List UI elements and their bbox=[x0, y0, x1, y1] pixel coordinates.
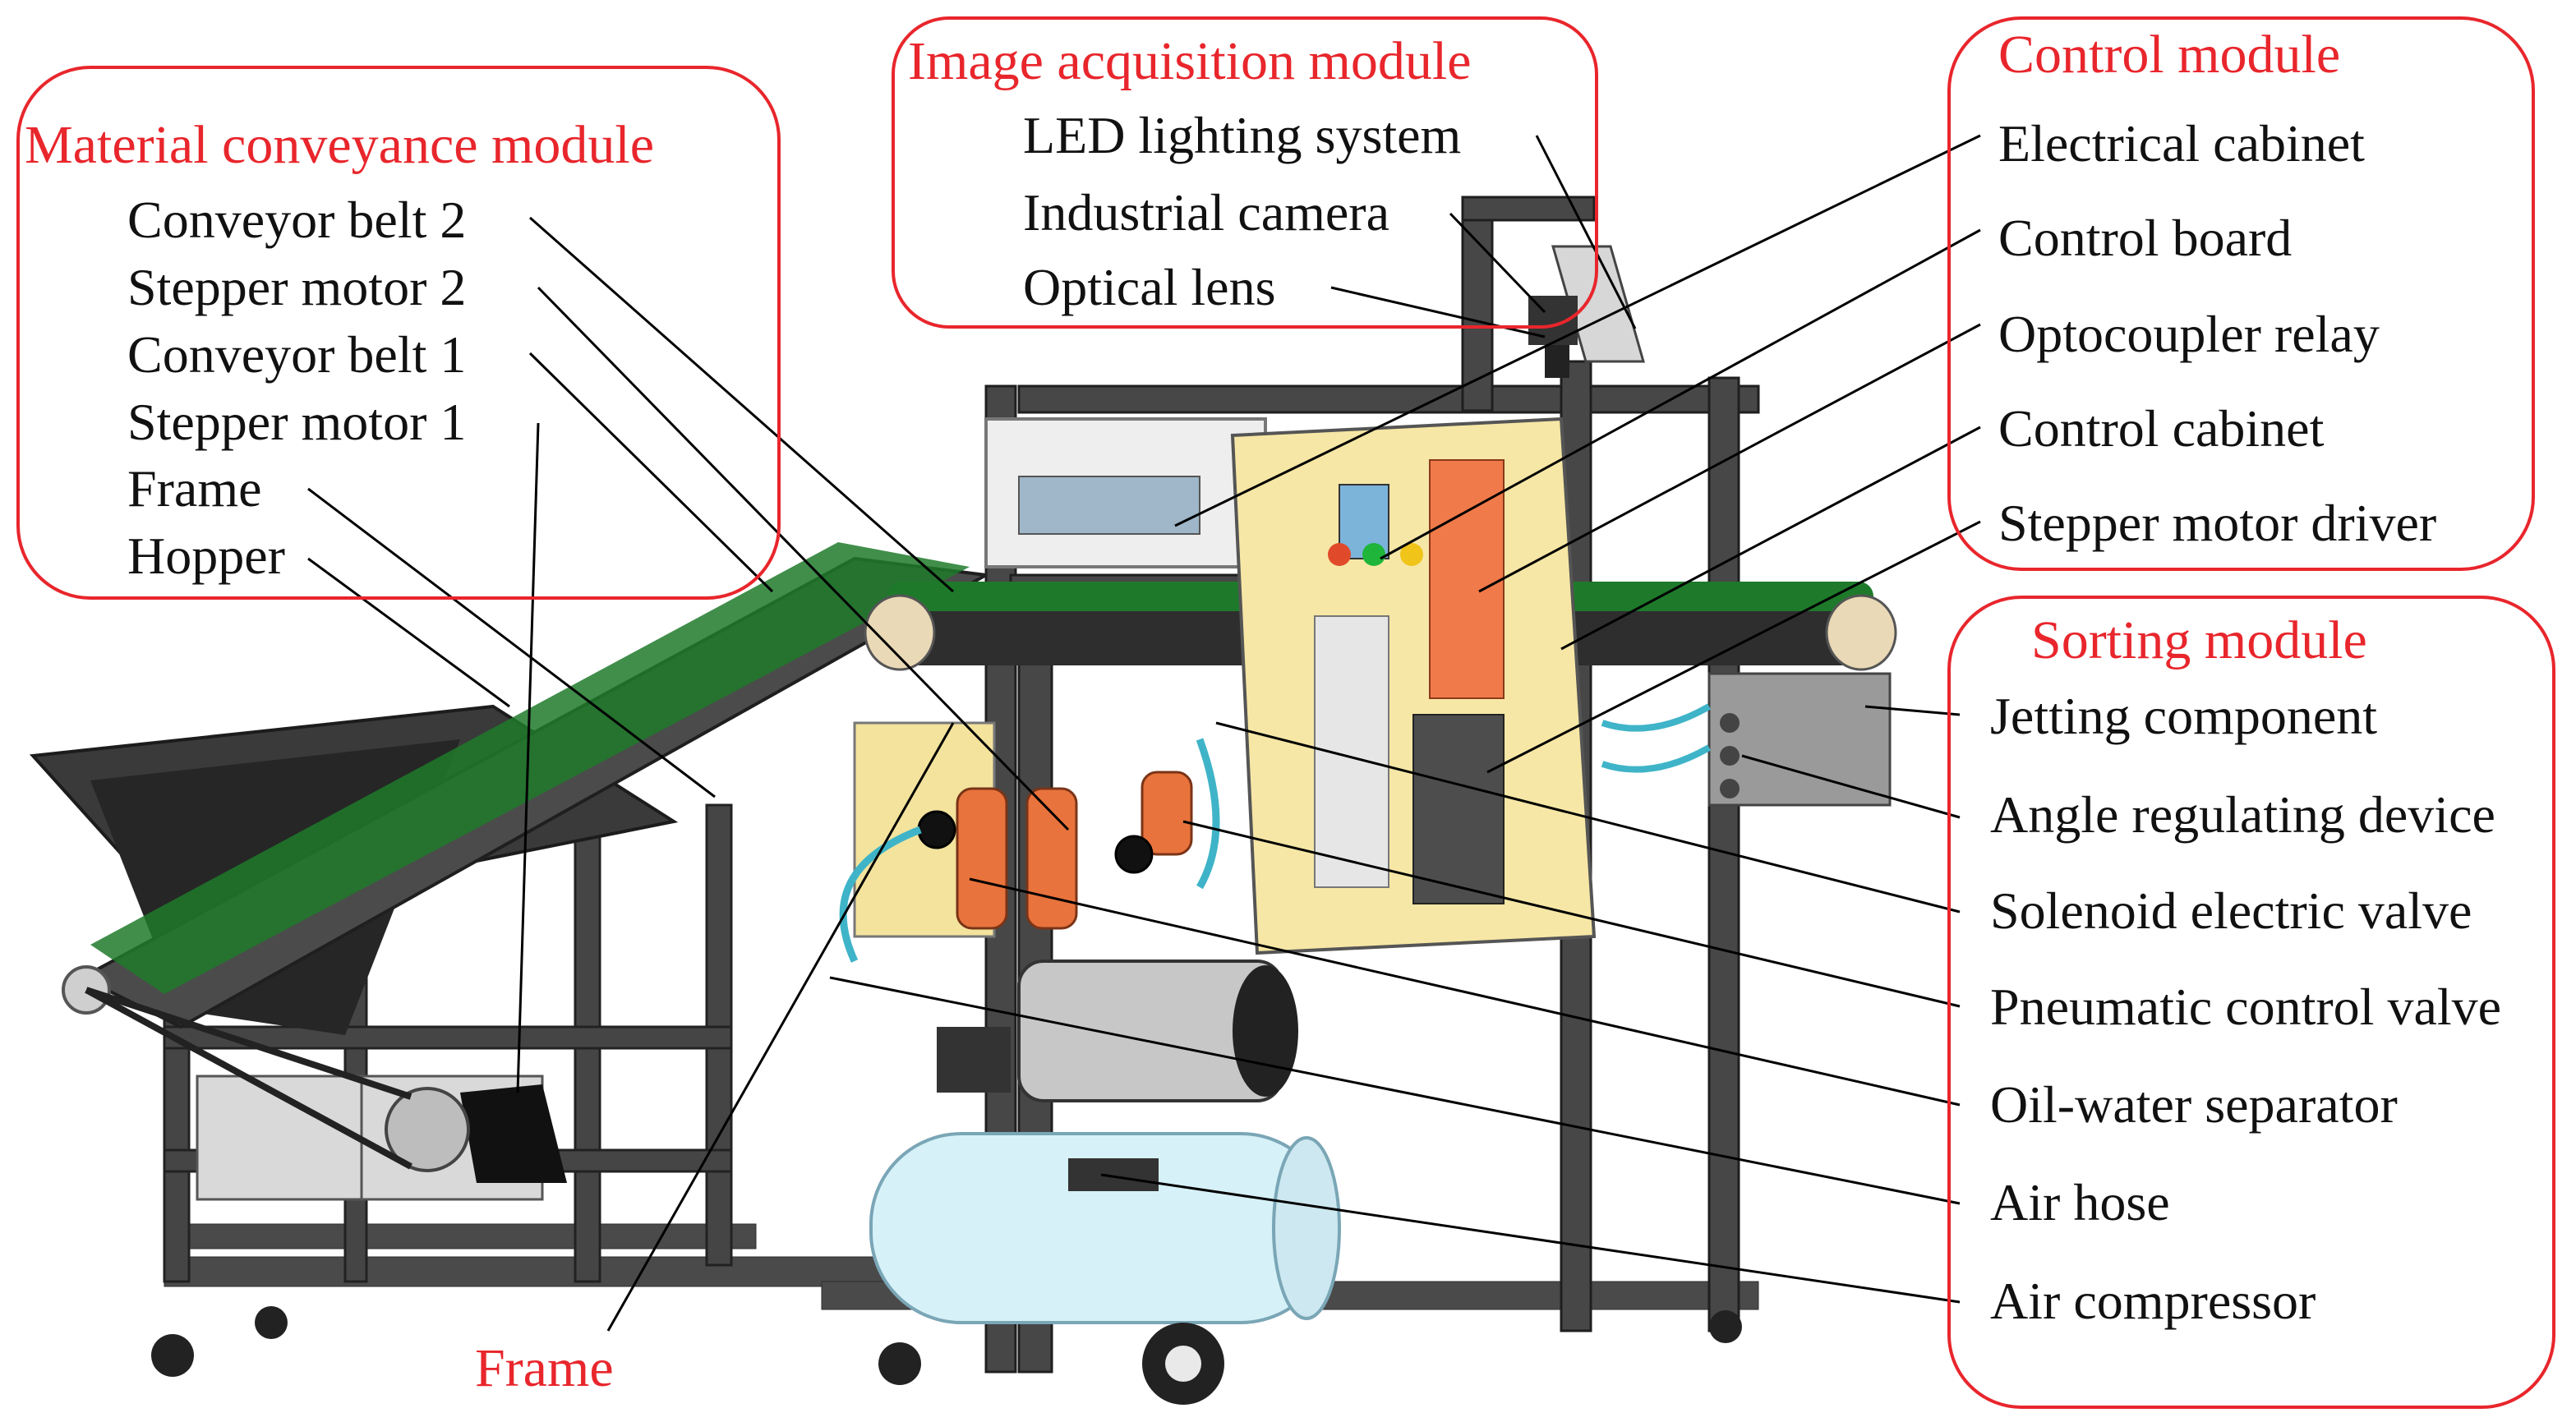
stepper-motors bbox=[85, 987, 567, 1201]
label-angle-regulating-device: Angle regulating device bbox=[1990, 785, 2495, 844]
label-air-compressor: Air compressor bbox=[1990, 1272, 2316, 1330]
material-conveyance-module-box bbox=[16, 66, 781, 600]
leader-lines bbox=[307, 134, 1981, 1332]
sorting-module-title: Sorting module bbox=[2031, 610, 2367, 670]
label-stepper-motor-1: Stepper motor 1 bbox=[127, 393, 467, 451]
label-solenoid-electric-valve: Solenoid electric valve bbox=[1990, 881, 2472, 940]
casters bbox=[151, 1306, 1742, 1385]
jetting-component-drawing bbox=[1601, 672, 1892, 807]
label-electrical-cabinet: Electrical cabinet bbox=[1998, 114, 2365, 173]
frame-label-bottom: Frame bbox=[475, 1338, 614, 1398]
image-acquisition-module-box bbox=[892, 16, 1598, 329]
label-hopper: Hopper bbox=[127, 527, 285, 585]
image-acquisition-module-title: Image acquisition module bbox=[908, 31, 1472, 91]
sorting-module-box bbox=[1947, 596, 2555, 1409]
label-control-board: Control board bbox=[1998, 209, 2293, 267]
label-led-lighting-system: LED lighting system bbox=[1023, 106, 1462, 164]
compressor-motor bbox=[937, 960, 1298, 1102]
air-hose bbox=[839, 738, 1220, 963]
air-compressor-tank bbox=[869, 1132, 1341, 1405]
control-module-box bbox=[1947, 16, 2535, 571]
label-pneumatic-control-valve: Pneumatic control valve bbox=[1990, 978, 2502, 1036]
label-jetting-component: Jetting component bbox=[1990, 687, 2378, 745]
label-control-cabinet: Control cabinet bbox=[1998, 399, 2325, 458]
label-optocoupler-relay: Optocoupler relay bbox=[1998, 305, 2380, 363]
label-air-hose: Air hose bbox=[1990, 1173, 2170, 1231]
control-cabinet-drawing bbox=[1230, 416, 1597, 955]
label-stepper-motor-driver: Stepper motor driver bbox=[1998, 494, 2437, 552]
pneumatic-valves bbox=[917, 771, 1193, 930]
label-frame: Frame bbox=[127, 459, 262, 518]
label-optical-lens: Optical lens bbox=[1023, 258, 1276, 316]
label-conveyor-belt-1: Conveyor belt 1 bbox=[127, 325, 467, 384]
material-conveyance-module-title: Material conveyance module bbox=[25, 115, 654, 175]
electrical-cabinet-drawing bbox=[984, 417, 1267, 568]
label-oil-water-separator: Oil-water separator bbox=[1990, 1075, 2398, 1134]
label-stepper-motor-2: Stepper motor 2 bbox=[127, 258, 467, 316]
label-industrial-camera: Industrial camera bbox=[1023, 183, 1389, 242]
label-conveyor-belt-2: Conveyor belt 2 bbox=[127, 191, 467, 249]
control-module-title: Control module bbox=[1998, 25, 2341, 85]
